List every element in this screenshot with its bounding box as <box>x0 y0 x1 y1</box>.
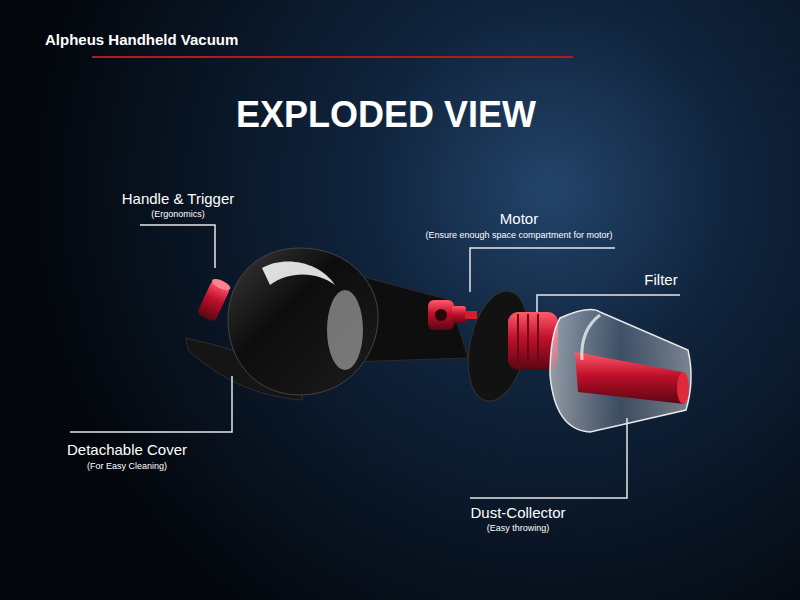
part-note: (For Easy Cleaning) <box>87 461 167 471</box>
part-note: (Ensure enough space compartment for mot… <box>425 230 612 240</box>
shell-highlight <box>262 262 335 285</box>
header-text: Alpheus Handheld Vacuum <box>45 31 238 48</box>
shell-highlight <box>327 290 363 370</box>
motor <box>428 300 477 330</box>
header-rule <box>92 56 573 58</box>
dust-collector <box>550 310 691 432</box>
part-note: (Easy throwing) <box>487 523 550 533</box>
main-shell <box>228 248 378 395</box>
part-label: Detachable Cover <box>67 441 187 458</box>
part-note: (Ergonomics) <box>151 209 205 219</box>
diagram-title: EXPLODED VIEW <box>236 94 536 135</box>
part-label: Filter <box>644 271 677 288</box>
part-label: Motor <box>500 210 538 227</box>
handle-trigger <box>196 277 231 323</box>
part-label: Dust-Collector <box>470 504 565 521</box>
part-label: Handle & Trigger <box>122 190 235 207</box>
